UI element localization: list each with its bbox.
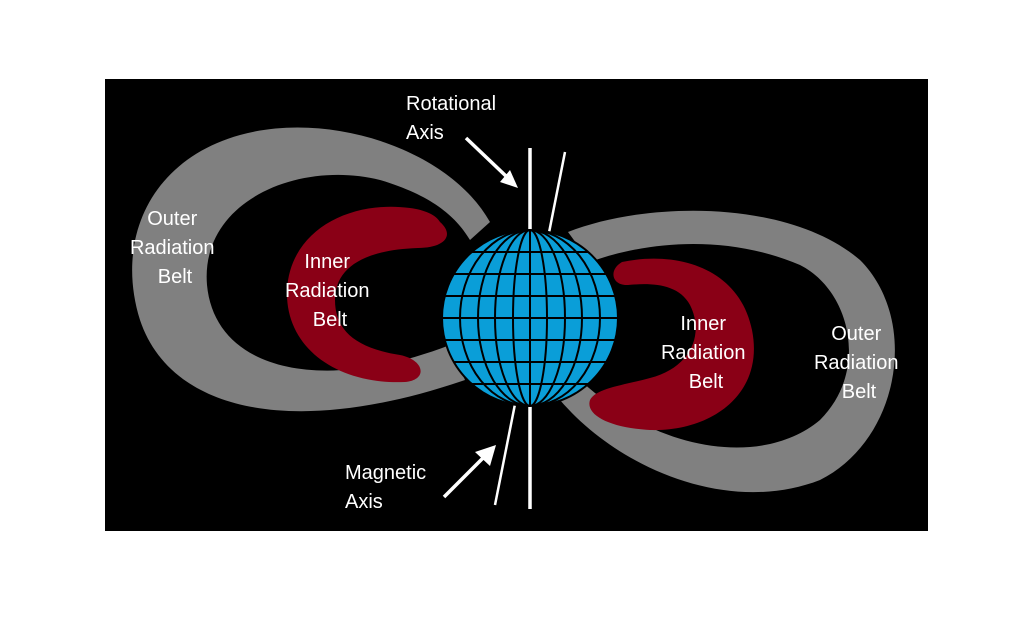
magnetic-axis-label: Magnetic Axis xyxy=(345,462,432,513)
earth-globe xyxy=(441,229,619,407)
outer-belt-right-label: Outer Radiation Belt xyxy=(814,323,904,403)
magnetic-axis-arrow xyxy=(442,445,496,499)
outer-belt-left xyxy=(132,127,490,412)
inner-belt-left-label: Inner Radiation Belt xyxy=(285,251,375,331)
inner-belt-right xyxy=(589,258,754,431)
outer-belt-right xyxy=(560,210,895,493)
inner-belt-left xyxy=(286,206,447,383)
inner-belt-right-label: Inner Radiation Belt xyxy=(661,313,751,393)
rotational-axis-arrow xyxy=(464,136,518,188)
outer-belt-left-label: Outer Radiation Belt xyxy=(130,208,220,288)
rotational-axis-label: Rotational Axis xyxy=(406,93,502,144)
